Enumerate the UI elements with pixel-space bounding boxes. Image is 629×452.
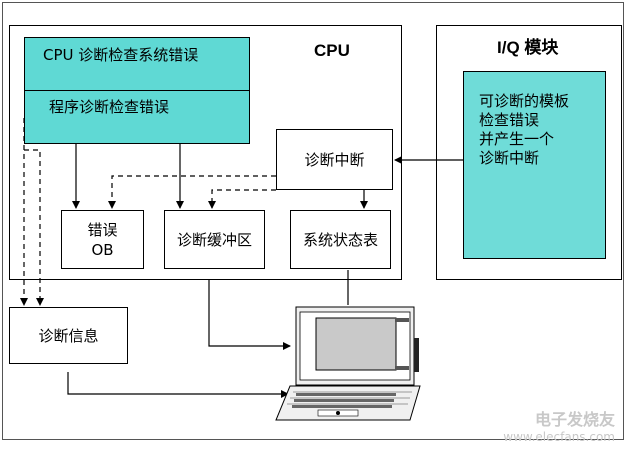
diagnostic-interrupt-label: 诊断中断 <box>304 150 365 169</box>
arrow-buffer-to-pc <box>208 280 291 350</box>
programming-device-icon <box>275 306 421 421</box>
watermark: 电子发烧友 www.elecfans.com <box>503 406 615 444</box>
cpu-system-check-label: CPU 诊断检查系统错误 <box>43 46 199 64</box>
system-status-table-box: 系统状态表 <box>290 210 391 269</box>
iq-module-title: I/Q 模块 <box>497 38 559 57</box>
iq-module-desc-box: 可诊断的模板 检查错误 并产生一个 诊断中断 <box>463 71 606 259</box>
error-ob-label-line2: OB <box>91 240 114 259</box>
iq-desc-line: 诊断中断 <box>479 149 540 167</box>
system-status-table-label: 系统状态表 <box>302 230 378 249</box>
diagnostic-info-box: 诊断信息 <box>9 307 128 364</box>
diagnostic-info-label: 诊断信息 <box>38 326 99 345</box>
iq-desc-line: 可诊断的模板 <box>479 92 570 110</box>
watermark-url: www.elecfans.com <box>503 430 615 444</box>
error-ob-box: 错误 OB <box>61 210 144 269</box>
cpu-program-check-label: 程序诊断检查错误 <box>49 98 170 116</box>
error-ob-label-line1: 错误 <box>87 220 118 239</box>
diagnostic-buffer-box: 诊断缓冲区 <box>164 210 265 269</box>
diagnostic-buffer-label: 诊断缓冲区 <box>176 230 252 249</box>
iq-desc-line: 检查错误 <box>479 111 540 129</box>
dashed-program-check-to-info <box>24 149 44 306</box>
dashed-interrupt-to-buffer <box>208 189 276 209</box>
cpu-title: CPU <box>314 41 350 60</box>
cpu-check-divider <box>25 90 249 91</box>
iq-desc-line: 并产生一个 <box>479 130 555 148</box>
arrow-info-to-pc <box>67 372 289 398</box>
cpu-check-box: CPU 诊断检查系统错误 程序诊断检查错误 <box>24 37 250 144</box>
watermark-brand: 电子发烧友 <box>534 410 615 429</box>
dashed-interrupt-to-error-ob <box>108 175 276 209</box>
diagnostic-interrupt-box: 诊断中断 <box>276 129 393 190</box>
diagram-frame <box>2 2 624 440</box>
